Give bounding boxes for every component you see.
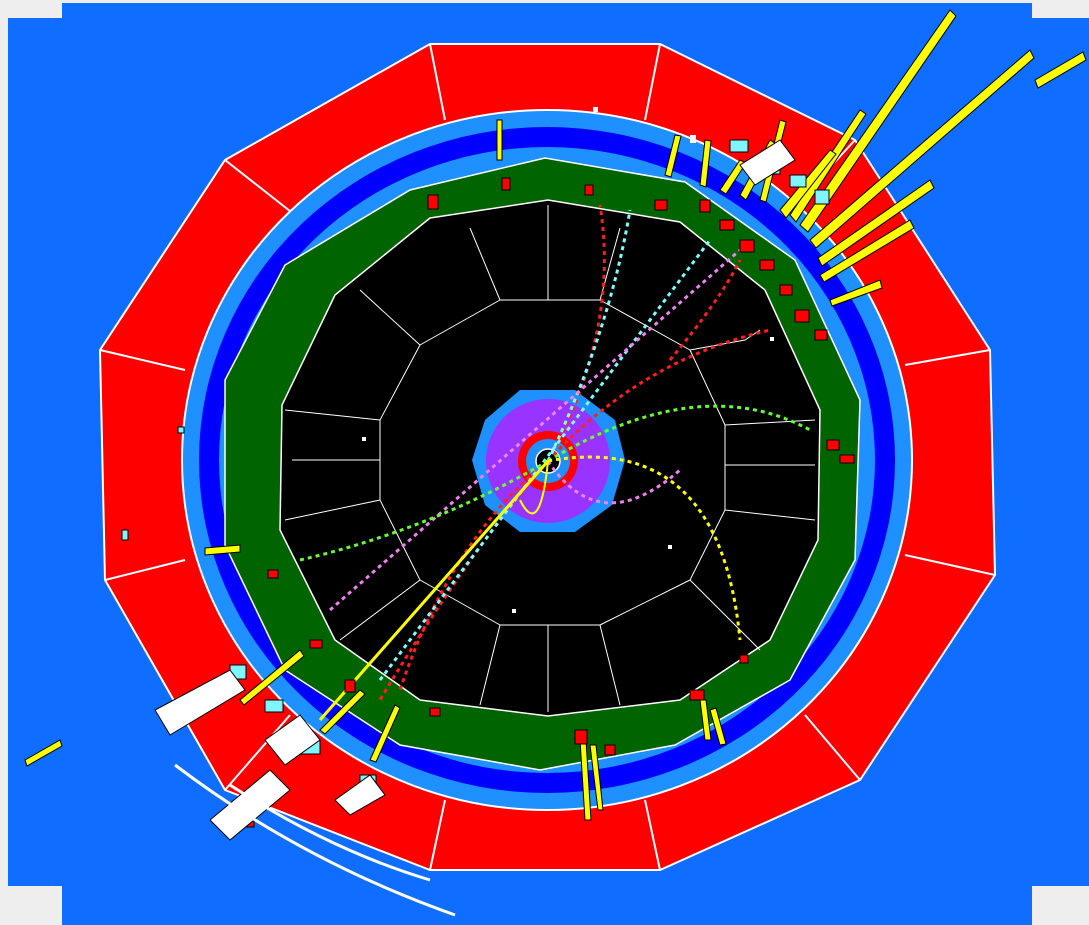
track-red-2 (546, 328, 771, 463)
display-panel-right (1028, 18, 1089, 886)
track-red-1b (546, 204, 606, 462)
track-green (299, 459, 549, 562)
track-violet-b (546, 460, 681, 505)
scattered-hits (362, 107, 774, 613)
jet-energy-bars-upper (496, 9, 1087, 307)
muon-chamber-boxes (154, 139, 796, 841)
jet-energy-bars-lower (24, 544, 727, 821)
track-cyan-b (546, 209, 632, 462)
particle-tracks (299, 204, 811, 721)
track-violet (329, 248, 741, 612)
calorimeter-module-borders (99, 43, 996, 871)
track-yellow-line (318, 460, 550, 721)
outer-arcs (174, 763, 456, 917)
track-yellow-line-b (519, 460, 549, 515)
track-green-b (547, 404, 811, 463)
track-red-1 (378, 460, 550, 701)
track-yellow-curl (547, 455, 742, 641)
chamber-sector-lines (284, 205, 816, 712)
track-cyan (378, 239, 712, 681)
track-red-3 (668, 259, 742, 361)
